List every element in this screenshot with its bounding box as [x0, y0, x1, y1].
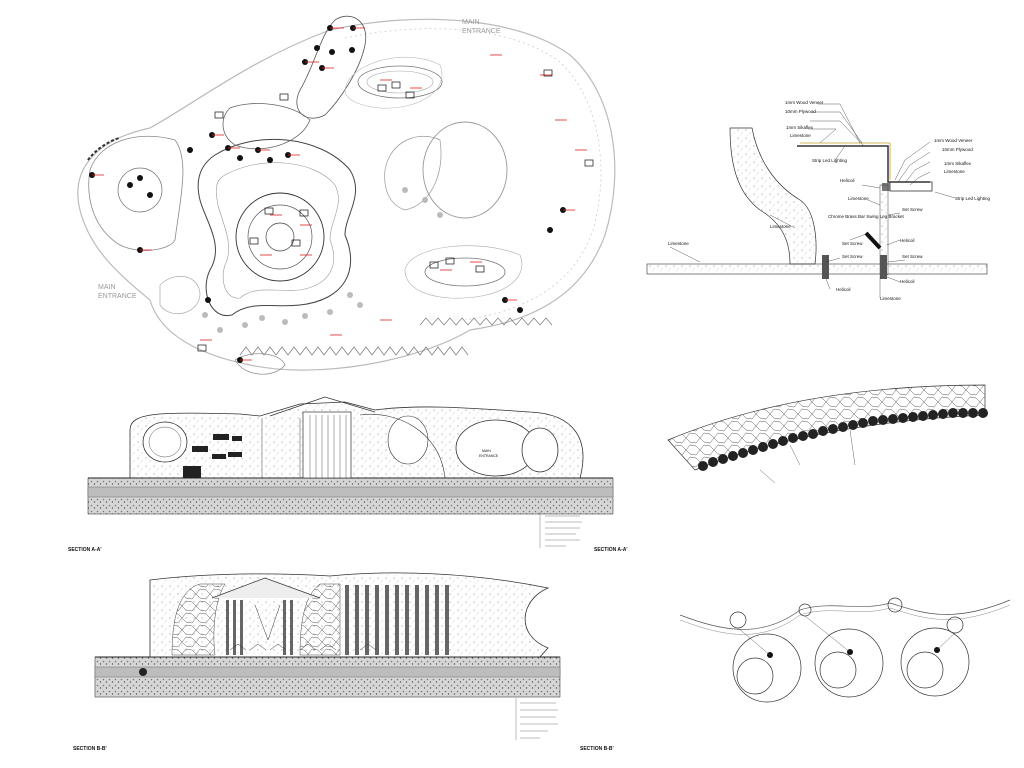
main-entrance-label-top-2: ENTRANCE: [462, 28, 501, 35]
label-sikaflex-left: 1mm Sikaflex: [786, 125, 814, 130]
site-plan: MAIN ENTRANCE MAIN ENTRANCE: [77, 15, 616, 375]
label-bracket: Chrome Brass Bar Swing Leg Bracket: [828, 214, 905, 219]
section-bb-title-right: SECTION B-B': [580, 746, 614, 752]
central-pavilion: [197, 138, 356, 316]
section-aa-main-entrance-1: MAIN: [482, 449, 491, 453]
pond: [422, 121, 508, 219]
label-set-screw-right-2: Set Screw: [902, 254, 923, 259]
label-limestone-mid: Limestone: [848, 196, 869, 201]
zigzag-facade: [239, 346, 469, 356]
main-entrance-label-top-1: MAIN: [462, 19, 480, 26]
label-sikaflex-right: 1mm Sikaflex: [944, 161, 972, 166]
main-entrance-label-left-2: ENTRANCE: [98, 293, 137, 300]
label-limestone-right: Limestone: [944, 169, 965, 174]
label-veneer-right: 1mm Wood Veneer: [934, 138, 973, 143]
label-limestone-floor: Limestone: [668, 241, 689, 246]
detail-joints: [679, 597, 1011, 703]
label-set-screw-mid: Set Screw: [842, 241, 863, 246]
label-strip-led-left: Strip Led Lighting: [812, 158, 848, 163]
label-limestone-wall: Limestone: [770, 224, 791, 229]
main-entrance-label-left-1: MAIN: [98, 284, 116, 291]
label-set-screw-low: Set Screw: [842, 254, 863, 259]
label-helicoil-mid: Helicoil: [900, 238, 915, 243]
section-bb: SECTION B-B' SECTION B-B': [73, 572, 614, 752]
label-limestone-left: Limestone: [790, 133, 811, 138]
label-helicoil-top: Helicoil: [840, 178, 855, 183]
label-plywood-left: 10mm Plywood: [785, 109, 816, 114]
detail-bench: 1mm Wood Veneer 10mm Plywood 1mm Sikafle…: [646, 100, 991, 301]
section-aa-title-right: SECTION A-A': [594, 547, 628, 553]
detail-shell: [667, 384, 988, 484]
label-helicoil-right: Helicoil: [900, 279, 915, 284]
section-bb-title-left: SECTION B-B': [73, 746, 107, 752]
section-aa: MAIN ENTRANCE SECTION A-A' SECTION A-A': [68, 396, 628, 553]
label-helicoil-bottom: Helicoil: [836, 287, 851, 292]
label-plywood-right: 10mm Plywood: [942, 147, 973, 152]
section-aa-title-left: SECTION A-A': [68, 547, 102, 553]
label-limestone-bottom: Limestone: [880, 296, 901, 301]
section-aa-main-entrance-2: ENTRANCE: [479, 454, 499, 458]
site-outline: [77, 18, 616, 371]
label-set-screw-right-1: Set Screw: [902, 207, 923, 212]
label-strip-led-right: Strip Led Lighting: [955, 196, 991, 201]
label-veneer-left: 1mm Wood Veneer: [785, 100, 824, 105]
